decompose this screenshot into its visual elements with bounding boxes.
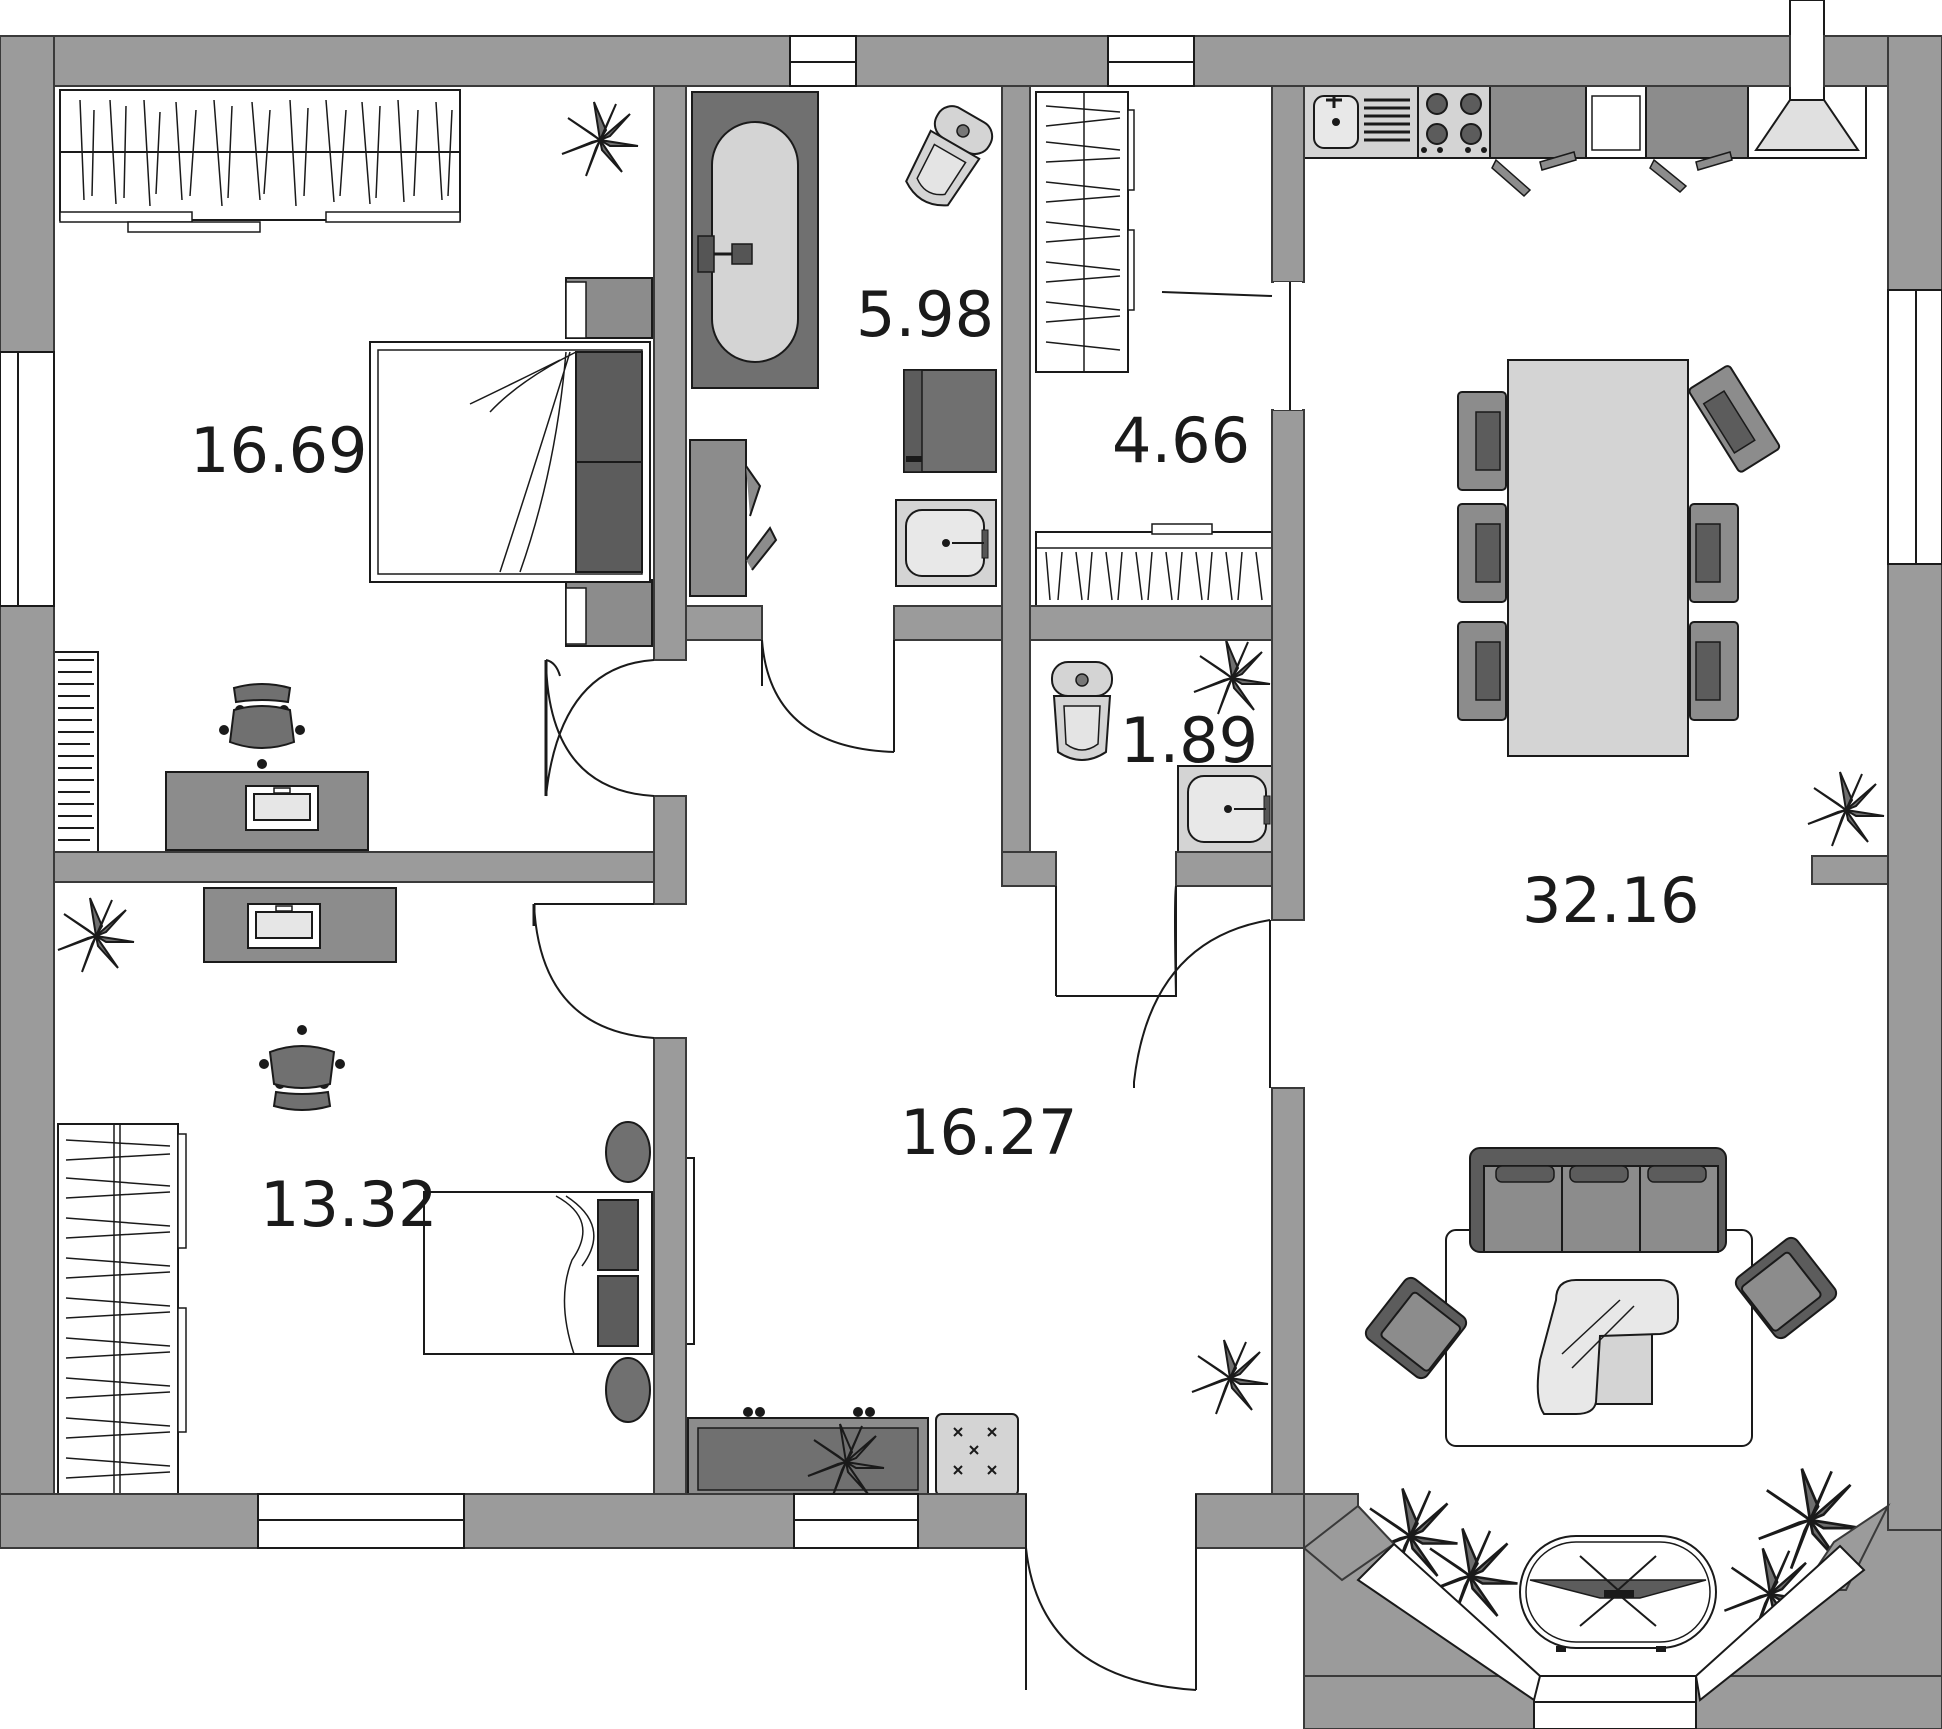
area-wardrobe: 4.66 [1112, 404, 1250, 477]
wardrobe-icon [59, 89, 461, 233]
area-hall: 16.27 [900, 1096, 1078, 1169]
shelf-icon [689, 439, 778, 597]
bay-table-icon [1519, 1535, 1717, 1652]
door-openings [1274, 282, 1302, 410]
area-kitchen-living: 32.16 [1522, 864, 1700, 937]
desk-icon [165, 771, 369, 851]
plant-icon [1191, 1339, 1269, 1415]
window-icon [0, 35, 1942, 1729]
coffee-table-icon [1536, 1279, 1679, 1415]
plant-icon [1193, 639, 1271, 715]
plant-icon [57, 897, 135, 973]
wardrobe-icon [1035, 523, 1273, 607]
plant-icon [561, 101, 639, 177]
bookshelf-icon [53, 651, 99, 853]
washing-machine-icon [903, 369, 997, 473]
sofa-icon [1469, 1147, 1727, 1253]
area-bedroom-1: 16.69 [190, 414, 368, 487]
area-bedroom-2: 13.32 [260, 1168, 438, 1241]
mirror [685, 1157, 695, 1345]
sink-icon [895, 499, 997, 587]
kitchen-counter [1303, 85, 1419, 159]
ottoman-icon [935, 1413, 1019, 1497]
bed-icon [423, 1121, 653, 1423]
shoe-cabinet-icon [687, 1407, 929, 1499]
plant-icon [1807, 771, 1885, 847]
range-hood-icon [1747, 0, 1867, 159]
wardrobe-icon [1035, 91, 1135, 373]
dining-table-icon [1507, 359, 1689, 757]
chair-icon [218, 683, 306, 770]
toilet-icon [1051, 661, 1113, 761]
toilet-icon [896, 99, 999, 217]
desk-icon [203, 887, 397, 963]
door-icon [532, 282, 1291, 1691]
chair-icon [258, 1024, 346, 1111]
bed-icon [369, 277, 653, 647]
walls [0, 35, 1942, 1729]
bathtub-icon [691, 91, 819, 389]
area-bathroom: 5.98 [856, 278, 994, 351]
wardrobe-icon [57, 1123, 187, 1495]
sink-icon [1177, 765, 1279, 853]
room-labels: 16.69 5.98 4.66 1.89 32.16 16.27 13.32 [190, 278, 1700, 1241]
stove-icon [1417, 85, 1491, 159]
kitchen-counter [1489, 85, 1749, 198]
area-toilet: 1.89 [1120, 704, 1258, 777]
